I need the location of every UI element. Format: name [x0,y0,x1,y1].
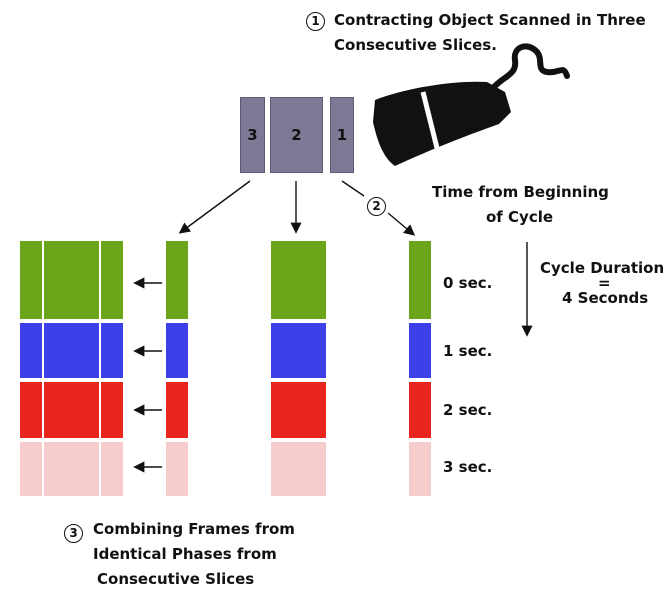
slice-3: 3 [240,97,265,173]
step-1-number: 1 [306,10,325,31]
slice1-column-frame-0 [409,241,431,319]
cycle-duration-line2: 4 Seconds [562,289,649,307]
combined-frame-2-part-2 [101,382,123,438]
slice2-column-frame-2 [271,382,326,438]
slice2-column-frame-1 [271,323,326,378]
slice3-column-frame-2 [166,382,188,438]
cycle-equals: = [598,274,611,292]
combined-frame-2-part-1 [44,382,99,438]
time-axis-title-line1: Time from Beginning [432,183,609,201]
slice3-column-frame-1 [166,323,188,378]
time-label-2: 2 sec. [443,401,493,419]
time-label-3: 3 sec. [443,458,493,476]
cycle-duration-line1: Cycle Duration [540,259,665,277]
combined-frame-1-part-0 [20,323,42,378]
arrow-slice1-b [387,212,416,236]
slice2-column-frame-0 [271,241,326,319]
arrow-slice3 [178,180,251,234]
slice-1: 1 [330,97,354,173]
combined-frame-3-part-2 [101,442,123,496]
step-1-line2: Consecutive Slices. [334,36,497,54]
cycle-duration: Cycle Duration = 4 Seconds [540,258,670,308]
step-2-number: 2 [367,195,386,216]
step-3-line3: Consecutive Slices [97,570,255,588]
step-1-label: Contracting Object Scanned in Three Cons… [334,8,646,58]
step-3-number: 3 [64,522,83,543]
combined-frame-0-part-0 [20,241,42,319]
slice-2: 2 [270,97,323,173]
time-axis-title: Time from Beginning of Cycle [432,180,622,230]
combined-frame-1-part-2 [101,323,123,378]
combined-frame-3-part-0 [20,442,42,496]
time-label-0: 0 sec. [443,274,493,292]
slice2-column-frame-3 [271,442,326,496]
ultrasound-probe-icon [373,43,570,166]
slice3-column-frame-3 [166,442,188,496]
combined-frame-2-part-0 [20,382,42,438]
arrow-slice1-a [341,180,365,197]
step-3-label: Combining Frames from Identical Phases f… [93,517,295,592]
slice1-column-frame-3 [409,442,431,496]
step-3-line1: Combining Frames from [93,520,295,538]
time-axis-title-line2: of Cycle [486,208,554,226]
combined-frame-3-part-1 [44,442,99,496]
slice1-column-frame-2 [409,382,431,438]
combined-frame-1-part-1 [44,323,99,378]
combined-frame-0-part-1 [44,241,99,319]
combined-frame-0-part-2 [101,241,123,319]
slice1-column-frame-1 [409,323,431,378]
step-3-line2: Identical Phases from [93,545,277,563]
step-1-line1: Contracting Object Scanned in Three [334,11,646,29]
slice3-column-frame-0 [166,241,188,319]
time-label-1: 1 sec. [443,342,493,360]
